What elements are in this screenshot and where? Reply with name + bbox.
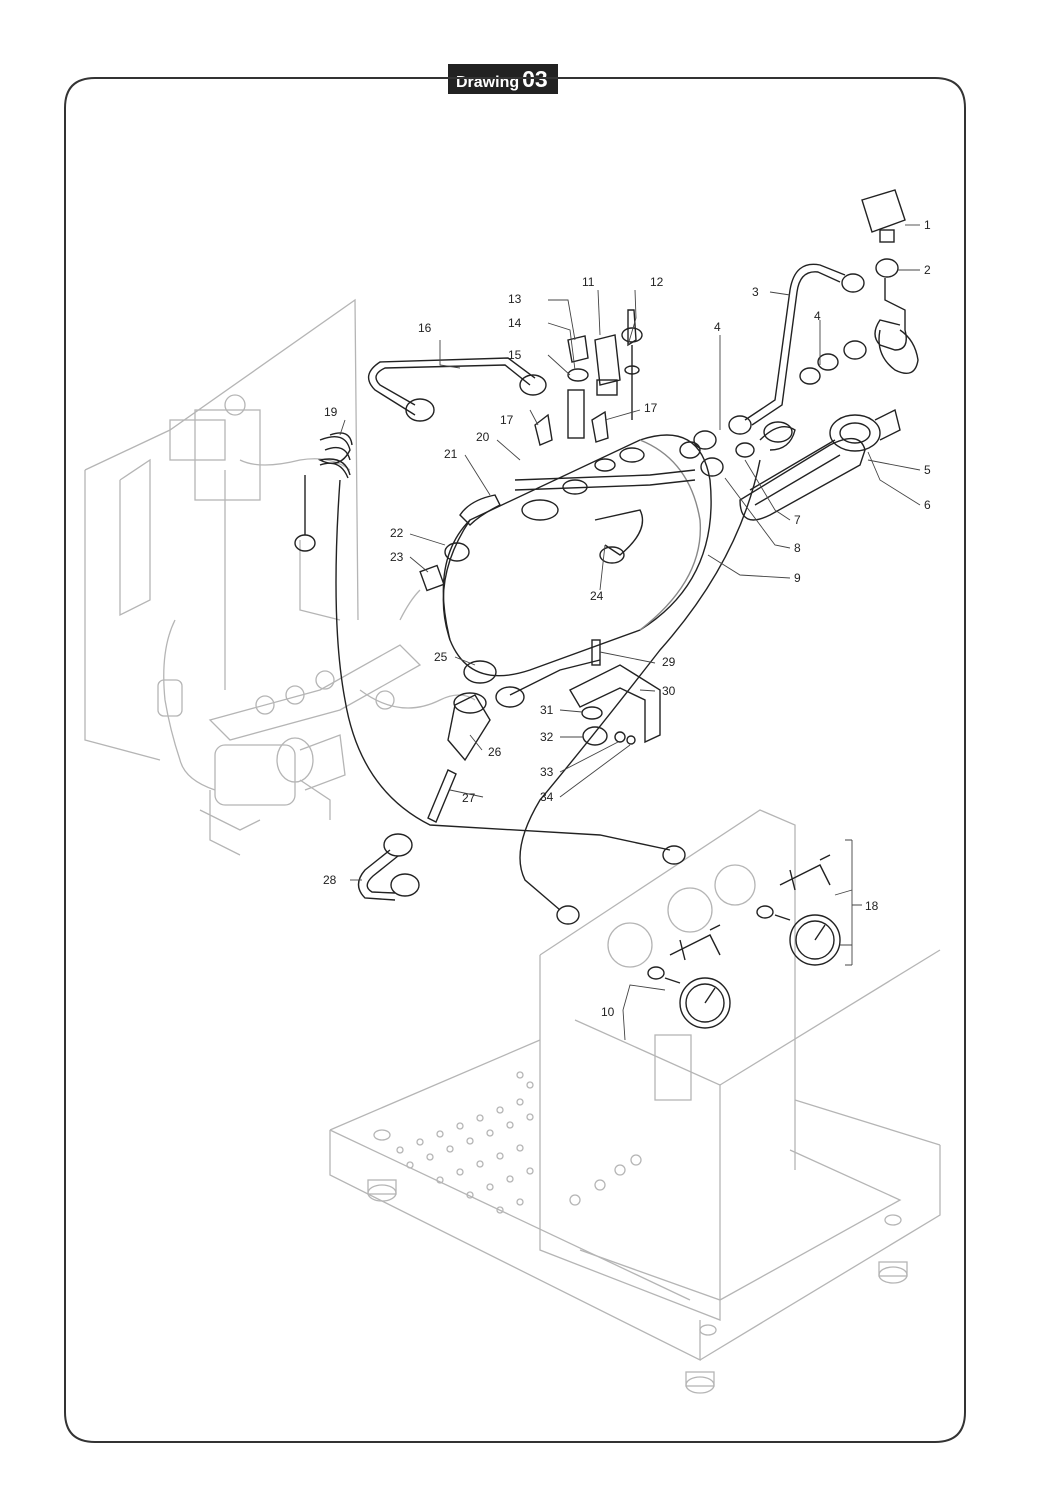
callout-11: 11 (582, 275, 595, 289)
pressure-switch-icon (861, 189, 906, 233)
callout-31: 31 (540, 703, 554, 717)
gauges (647, 854, 841, 1029)
callout-33: 33 (540, 765, 554, 779)
callout-12: 12 (650, 275, 664, 289)
callout-labels: 1 2 3 4 4 5 6 7 8 9 10 11 12 13 14 15 16… (323, 218, 931, 1019)
pressure-gauge-icon-2 (647, 924, 731, 1029)
pipe-28 (357, 833, 420, 901)
callout-17b: 17 (644, 401, 658, 415)
boiler-icon (442, 434, 712, 677)
callout-23: 23 (390, 550, 404, 564)
callout-8: 8 (794, 541, 801, 555)
callout-7: 7 (794, 513, 801, 527)
leader-lines (339, 224, 921, 1041)
boiler-assembly (419, 434, 712, 823)
callout-16: 16 (418, 321, 432, 335)
chassis-frame (329, 809, 941, 1394)
callout-10: 10 (601, 1005, 615, 1019)
callout-2: 2 (924, 263, 931, 277)
callout-24: 24 (590, 589, 604, 603)
callout-34: 34 (540, 790, 554, 804)
callout-13: 13 (508, 292, 522, 306)
callout-6: 6 (924, 498, 931, 512)
callout-1: 1 (924, 218, 931, 232)
capillary-gauge (519, 459, 761, 925)
callout-22: 22 (390, 526, 404, 540)
page-border (64, 77, 966, 1443)
callout-9: 9 (794, 571, 801, 585)
callout-4b: 4 (814, 309, 821, 323)
callout-3: 3 (752, 285, 759, 299)
callout-29: 29 (662, 655, 676, 669)
capillary-19 (294, 432, 686, 865)
callout-21: 21 (444, 447, 458, 461)
callout-15: 15 (508, 348, 522, 362)
callout-30: 30 (662, 684, 676, 698)
drip-tray-grid (396, 1071, 534, 1214)
callout-17a: 17 (500, 413, 514, 427)
callout-28: 28 (323, 873, 337, 887)
pressure-gauge-icon (756, 854, 841, 966)
callout-27: 27 (462, 791, 476, 805)
callout-26: 26 (488, 745, 502, 759)
callout-19: 19 (324, 405, 338, 419)
pipe-16 (367, 357, 547, 422)
top-fittings (534, 309, 643, 446)
callout-25: 25 (434, 650, 448, 664)
heating-element-icon (739, 437, 866, 521)
callout-32: 32 (540, 730, 554, 744)
background-pump-assembly (84, 298, 476, 856)
callout-18: 18 (865, 899, 879, 913)
callout-4a: 4 (714, 320, 721, 334)
callout-14: 14 (508, 316, 522, 330)
right-fittings (679, 189, 919, 521)
callout-5: 5 (924, 463, 931, 477)
callout-20: 20 (476, 430, 490, 444)
